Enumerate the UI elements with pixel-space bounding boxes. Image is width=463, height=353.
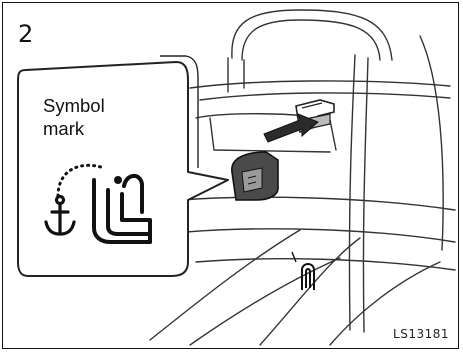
buckle-icon bbox=[302, 264, 314, 290]
step-number: 2 bbox=[18, 22, 33, 46]
symbol-mark-label-line2: mark bbox=[43, 117, 153, 140]
seat-anchor-bracket-icon bbox=[232, 152, 278, 200]
figure-code: LS13181 bbox=[393, 327, 449, 341]
symbol-mark-label: Symbol mark bbox=[43, 94, 153, 140]
child-head-icon bbox=[114, 176, 122, 184]
symbol-mark-label-line1: Symbol bbox=[43, 94, 153, 117]
